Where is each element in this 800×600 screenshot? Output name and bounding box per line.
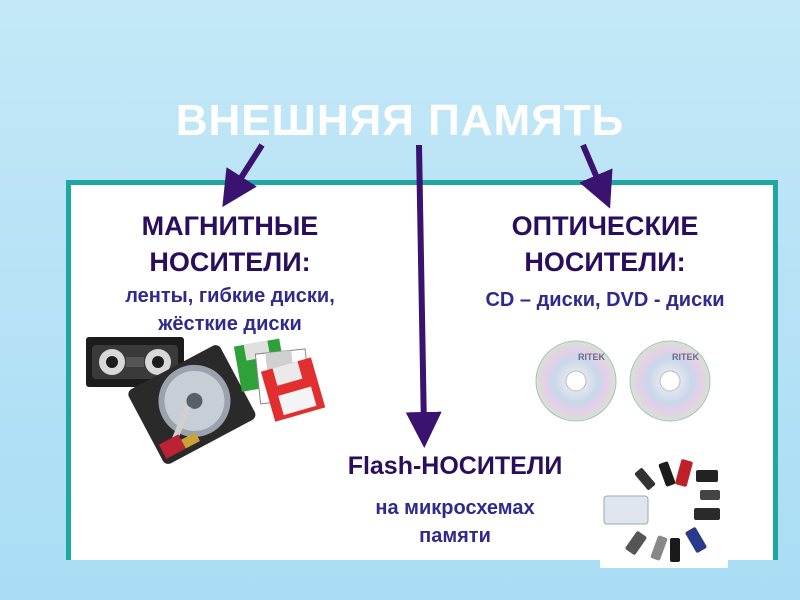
optical-description: CD – диски, DVD - диски [485, 289, 725, 311]
flash-description: на микросхемах памяти [330, 494, 580, 550]
cd-dvd-discs-icon: RITEK RITEK [532, 336, 714, 426]
optical-heading-line1: ОПТИЧЕСКИЕ [511, 211, 699, 241]
magnetic-desc-line1: ленты, гибкие диски, [125, 285, 335, 307]
disc-brand-label-2: RITEK [672, 352, 700, 362]
arrow-to-optical [579, 143, 613, 209]
arrow-to-magnetic [222, 143, 265, 208]
magnetic-heading-line2: НОСИТЕЛИ: [149, 247, 311, 277]
magnetic-heading: МАГНИТНЫЕ НОСИТЕЛИ: [90, 208, 370, 280]
optical-heading-line2: НОСИТЕЛИ: [524, 247, 686, 277]
optical-heading: ОПТИЧЕСКИЕ НОСИТЕЛИ: [470, 208, 740, 280]
magnetic-desc-line2: жёсткие диски [158, 313, 302, 335]
magnetic-heading-line1: МАГНИТНЫЕ [141, 211, 319, 241]
flash-desc-line2: памяти [419, 525, 491, 547]
magnetic-description: ленты, гибкие диски, жёсткие диски [80, 282, 380, 338]
flash-drives-icon [600, 454, 728, 568]
flash-desc-line1: на микросхемах [375, 497, 535, 519]
hard-drive-icon [128, 345, 256, 464]
slide-title: ВНЕШНЯЯ ПАМЯТЬ [175, 96, 625, 145]
flash-heading: Flash-НОСИТЕЛИ [347, 452, 563, 480]
arrow-to-flash [405, 144, 442, 448]
disc-brand-label-1: RITEK [578, 352, 606, 362]
floppy-disks-icon [233, 338, 326, 422]
